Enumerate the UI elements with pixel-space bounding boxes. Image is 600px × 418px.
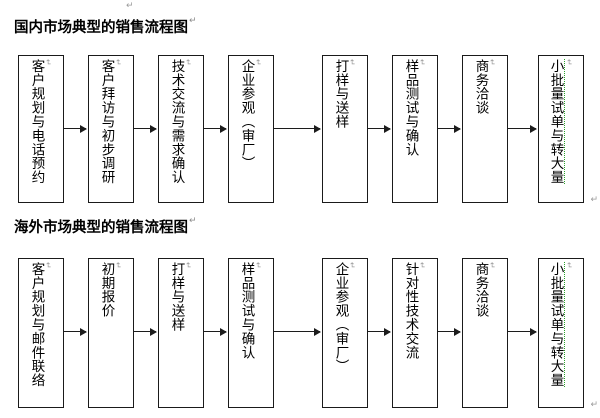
paragraph-mark-icon: ↵ [590,400,598,410]
paragraph-mark-icon: ↵ [43,262,53,269]
flow-step-label: 客户规划与电话预约 [28,59,45,185]
paragraph-mark-icon: ↵ [417,262,427,269]
flow-step-text: 样品测试与确认↵ [393,59,437,199]
flow-step-label: 客户拜访与初步调研 [98,59,115,185]
paragraph-mark-icon: ↵ [487,59,497,66]
flow-step-label: 企业参观（审厂） [238,59,255,171]
paragraph-mark-icon: ↵ [590,195,598,205]
flow-step-box[interactable]: 客户规划与电话预约↵ [18,55,64,203]
paragraph-mark-icon: ↵ [347,59,357,66]
paragraph-mark-icon: ↵ [189,216,197,226]
flow-arrow-icon [438,327,461,336]
flow-step-label: 初期报价 [98,262,115,318]
flow-step-label: 企业参观（审厂） [332,262,349,374]
flow-step-box[interactable]: 初期报价↵ [88,258,134,408]
flow-arrow-icon [134,327,157,336]
paragraph-mark-icon: ↵ [183,262,193,269]
flow-step-box[interactable]: 商务洽谈↵ [462,55,508,203]
flow-step-text: 初期报价↵ [89,262,133,404]
flow-arrow-icon [274,124,321,133]
flowchart-domestic: 客户规划与电话预约↵ 客户拜访与初步调研↵ 技术交流与需求确认↵ 企业参观（审厂… [0,55,600,205]
flow-step-label: 样品测试与确认 [238,262,255,360]
paragraph-mark-icon: ↵ [253,59,263,66]
flow-arrow-icon [204,327,227,336]
flow-step-text: 针对性技术交流↵ [393,262,437,404]
flow-arrow-icon [438,124,461,133]
paragraph-mark-icon: ↵ [113,262,123,269]
section-heading-domestic: 国内市场典型的销售流程图↵ [14,16,197,37]
paragraph-mark-icon: ↵ [113,59,123,66]
flow-step-label: 打样与送样 [168,262,185,332]
flow-step-text: 企业参观（审厂）↵ [323,262,367,404]
flow-step-box[interactable]: 企业参观（审厂）↵ [322,258,368,408]
flow-step-label: 商务洽谈 [472,262,489,318]
flow-step-box[interactable]: 企业参观（审厂）↵ [228,55,274,203]
flow-step-text: 小批量试单与转大量↵ [539,59,583,199]
flow-step-box[interactable]: 样品测试与确认↵ [392,55,438,203]
flow-arrow-icon [134,124,157,133]
flow-step-box[interactable]: 针对性技术交流↵ [392,258,438,408]
flow-step-box[interactable]: 客户规划与邮件联络↵ [18,258,64,408]
paragraph-mark-icon: ↵ [43,59,53,66]
flow-step-text: 技术交流与需求确认↵ [159,59,203,199]
flow-arrow-icon [64,124,87,133]
flow-step-box[interactable]: 小批量试单与转大量↵ [538,258,584,408]
flow-step-label: 样品测试与确认 [402,59,419,157]
flow-step-box[interactable]: 打样与送样↵ [322,55,368,203]
flow-arrow-icon [204,124,227,133]
section-heading-domestic-text: 国内市场典型的销售流程图 [14,20,188,36]
flow-step-text: 打样与送样↵ [159,262,203,404]
section-heading-overseas: 海外市场典型的销售流程图↵ [14,216,197,237]
flow-step-label: 针对性技术交流 [402,262,419,360]
flow-step-box[interactable]: 技术交流与需求确认↵ [158,55,204,203]
flow-arrow-icon [274,327,321,336]
paragraph-mark-icon: ↵ [183,59,193,66]
paragraph-mark-icon: ↵ [487,262,497,269]
flow-step-label: 打样与送样 [332,59,349,129]
flow-arrow-icon [64,327,87,336]
flow-step-text: 商务洽谈↵ [463,59,507,199]
section-heading-overseas-text: 海外市场典型的销售流程图 [14,220,188,236]
top-paragraph-mark: ↵ [126,1,134,11]
flow-arrow-icon [368,327,391,336]
flow-step-text: 商务洽谈↵ [463,262,507,404]
flow-arrow-icon [508,124,537,133]
flow-step-text: 客户规划与邮件联络↵ [19,262,63,404]
flow-step-label: 小批量试单与转大量 [547,262,565,388]
paragraph-mark-icon: ↵ [417,59,427,66]
flow-step-text: 打样与送样↵ [323,59,367,199]
flow-step-box[interactable]: 商务洽谈↵ [462,258,508,408]
flow-step-text: 小批量试单与转大量↵ [539,262,583,404]
paragraph-mark-icon: ↵ [564,59,574,66]
flow-step-label: 小批量试单与转大量 [547,59,565,185]
flow-step-label: 商务洽谈 [472,59,489,115]
flow-step-box[interactable]: 样品测试与确认↵ [228,258,274,408]
flow-step-text: 企业参观（审厂）↵ [229,59,273,199]
flow-step-text: 样品测试与确认↵ [229,262,273,404]
paragraph-mark-icon: ↵ [189,16,197,26]
flow-step-box[interactable]: 打样与送样↵ [158,258,204,408]
paragraph-mark-icon: ↵ [347,262,357,269]
flow-step-box[interactable]: 客户拜访与初步调研↵ [88,55,134,203]
paragraph-mark-icon: ↵ [253,262,263,269]
flow-arrow-icon [368,124,391,133]
flow-step-text: 客户规划与电话预约↵ [19,59,63,199]
flow-step-box[interactable]: 小批量试单与转大量↵ [538,55,584,203]
flow-arrow-icon [508,327,537,336]
flow-step-label: 客户规划与邮件联络 [28,262,45,388]
flowchart-overseas: 客户规划与邮件联络↵ 初期报价↵ 打样与送样↵ 样品测试与确认↵ 企业参观（审厂… [0,258,600,410]
paragraph-mark-icon: ↵ [564,262,574,269]
flow-step-label: 技术交流与需求确认 [168,59,185,185]
flow-step-text: 客户拜访与初步调研↵ [89,59,133,199]
